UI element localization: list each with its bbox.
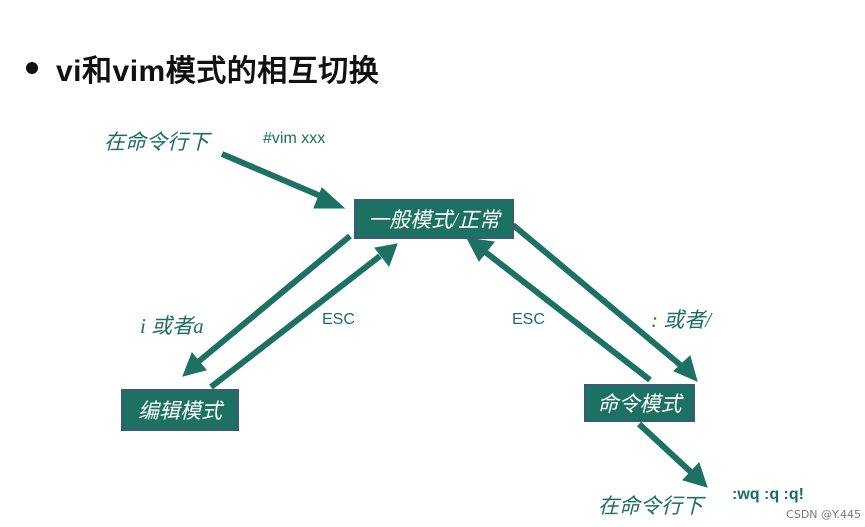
label-quit-commands: :wq :q :q! (732, 486, 804, 503)
label-end-cmdline: 在命令行下 (598, 494, 703, 518)
label-esc-right: ESC (512, 311, 545, 328)
page-title: vi和vim模式的相互切换 (26, 46, 379, 90)
arrow-command-to-normal (466, 237, 652, 383)
box-command-mode: 命令模式 (584, 384, 695, 422)
box-normal-mode: 一般模式/正常 (354, 199, 514, 239)
arrow-start-to-normal (220, 151, 346, 209)
arrow-insert-to-normal (209, 243, 398, 390)
label-enter-insert: i 或者a (140, 314, 204, 338)
arrow-command-to-end (636, 421, 708, 488)
label-esc-left: ESC (322, 311, 355, 328)
label-start-cmdline: 在命令行下 (104, 130, 209, 154)
watermark: CSDN @Y.445 (786, 508, 861, 521)
arrow-normal-to-command (511, 222, 698, 382)
label-vim-command: #vim xxx (263, 130, 326, 147)
label-enter-command: : 或者/ (651, 308, 712, 332)
arrow-normal-to-insert (182, 233, 352, 377)
title-text: vi和vim模式的相互切换 (56, 55, 380, 88)
box-insert-mode: 编辑模式 (121, 389, 239, 431)
bullet-icon (26, 62, 38, 74)
